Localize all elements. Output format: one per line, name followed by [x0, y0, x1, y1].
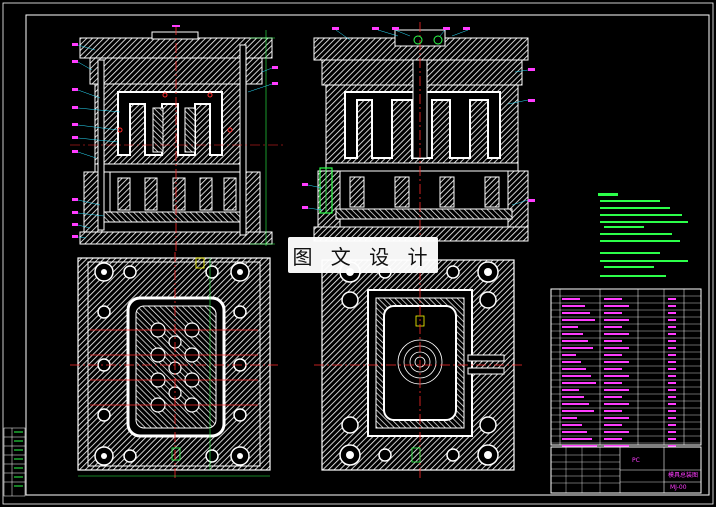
watermark-label: 图 文 设 计 — [288, 237, 438, 273]
title-block — [550, 446, 702, 494]
fixed-half-plan-view — [70, 252, 280, 478]
material-label: PC — [632, 457, 640, 464]
side-section-view — [302, 22, 535, 250]
revision-strip — [3, 427, 26, 497]
front-section-view — [70, 25, 285, 252]
drawing-number-label: MJ-00 — [670, 484, 687, 491]
revision-strip-marks — [14, 431, 23, 487]
drawing-name-label: 模具总装图 — [668, 472, 699, 479]
moving-half-plan-view — [314, 252, 522, 478]
parts-list-table — [550, 288, 702, 447]
technical-requirements-notes — [598, 193, 688, 277]
